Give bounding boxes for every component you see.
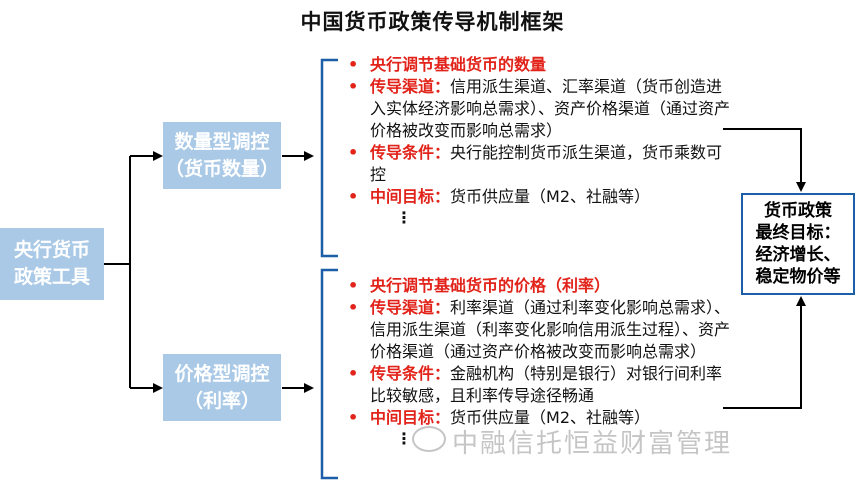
item-heading: 中间目标 bbox=[370, 408, 435, 427]
item-body: 利率渠道（通过利率变化影响总需求）、信用派生渠道（利率变化影响信用派生过程）、资… bbox=[370, 298, 731, 361]
goal-line1: 货币政策 bbox=[764, 201, 832, 221]
item-heading: 传导渠道 bbox=[370, 298, 435, 317]
goal-line3: 经济增长、 bbox=[755, 245, 841, 265]
price-bracket bbox=[320, 268, 338, 480]
item-heading: 传导条件 bbox=[370, 364, 435, 383]
item-body: 货币供应量（M2、社融等） bbox=[450, 408, 651, 427]
ellipsis-icon: ⋮ bbox=[396, 208, 412, 227]
bullet-icon: • bbox=[348, 77, 359, 96]
item-heading: 传导渠道 bbox=[370, 77, 435, 96]
price-to-goal-arrow bbox=[723, 296, 806, 409]
item-separator: ： bbox=[434, 298, 451, 317]
price-control-box: 价格型调控 （利率） bbox=[163, 354, 281, 421]
final-goal-box: 货币政策 最终目标： 经济增长、 稳定物价等 bbox=[741, 193, 855, 295]
list-item: • 传导条件：金融机构（特别是银行）对银行间利率比较敏感，且利率传导途径畅通 bbox=[346, 363, 731, 407]
list-item: • 传导渠道：利率渠道（通过利率变化影响总需求）、信用派生渠道（利率变化影响信用… bbox=[346, 297, 731, 363]
item-separator: ： bbox=[434, 143, 451, 162]
item-body: 信用派生渠道、汇率渠道（货币创造进入实体经济影响总需求）、资产价格渠道（通过资产… bbox=[370, 77, 731, 140]
bullet-icon: • bbox=[348, 364, 359, 383]
root-line1: 央行货币 bbox=[13, 239, 90, 261]
item-heading: 央行调节基础货币的价格（利率） bbox=[370, 276, 611, 295]
item-separator: ： bbox=[434, 408, 451, 427]
monetary-policy-tools-box: 央行货币 政策工具 bbox=[0, 228, 104, 300]
list-item: • 传导渠道：信用派生渠道、汇率渠道（货币创造进入实体经济影响总需求）、资产价格… bbox=[346, 76, 731, 142]
list-item: • 央行调节基础货币的数量 bbox=[346, 54, 731, 76]
quantity-mechanism-list: • 央行调节基础货币的数量 • 传导渠道：信用派生渠道、汇率渠道（货币创造进入实… bbox=[346, 54, 731, 228]
item-heading: 传导条件 bbox=[370, 143, 435, 162]
quantity-control-box: 数量型调控 （货币数量） bbox=[163, 122, 281, 189]
bullet-icon: • bbox=[348, 408, 359, 427]
ellipsis-icon: ⋮ bbox=[396, 429, 412, 448]
list-item: • 中间目标：货币供应量（M2、社融等） bbox=[346, 186, 731, 208]
bullet-icon: • bbox=[348, 55, 359, 74]
item-heading: 中间目标 bbox=[370, 187, 435, 206]
item-body: 货币供应量（M2、社融等） bbox=[450, 187, 651, 206]
price-line2: （利率） bbox=[183, 389, 260, 412]
item-separator: ： bbox=[434, 77, 451, 96]
item-separator: ： bbox=[434, 364, 451, 383]
bullet-icon: • bbox=[348, 187, 359, 206]
bullet-icon: • bbox=[348, 276, 359, 295]
wechat-icon bbox=[412, 426, 446, 452]
item-separator: ： bbox=[434, 187, 451, 206]
watermark: 中融信托恒益财富管理 bbox=[452, 429, 733, 459]
list-item: • 央行调节基础货币的价格（利率） bbox=[346, 275, 731, 297]
bullet-icon: • bbox=[348, 298, 359, 317]
quantity-bracket bbox=[320, 58, 338, 258]
goal-line4: 稳定物价等 bbox=[755, 267, 841, 287]
item-body: 央行能控制货币派生渠道，货币乘数可控 bbox=[370, 143, 723, 184]
item-body: 金融机构（特别是银行）对银行间利率比较敏感，且利率传导途径畅通 bbox=[370, 364, 723, 405]
quantity-to-goal-arrow bbox=[723, 128, 806, 192]
quantity-line1: 数量型调控 bbox=[174, 130, 270, 153]
item-heading: 央行调节基础货币的数量 bbox=[370, 55, 547, 74]
price-mechanism-list: • 央行调节基础货币的价格（利率） • 传导渠道：利率渠道（通过利率变化影响总需… bbox=[346, 275, 731, 449]
quantity-line2: （货币数量） bbox=[164, 157, 279, 180]
list-item: • 传导条件：央行能控制货币派生渠道，货币乘数可控 bbox=[346, 142, 731, 186]
root-line2: 政策工具 bbox=[13, 266, 90, 288]
goal-line2: 最终目标： bbox=[755, 223, 841, 243]
diagram-title: 中国货币政策传导机制框架 bbox=[300, 10, 565, 34]
bullet-icon: • bbox=[348, 143, 359, 162]
list-item: • 中间目标：货币供应量（M2、社融等） bbox=[346, 407, 731, 429]
root-connector bbox=[104, 156, 131, 388]
price-line1: 价格型调控 bbox=[174, 362, 270, 385]
